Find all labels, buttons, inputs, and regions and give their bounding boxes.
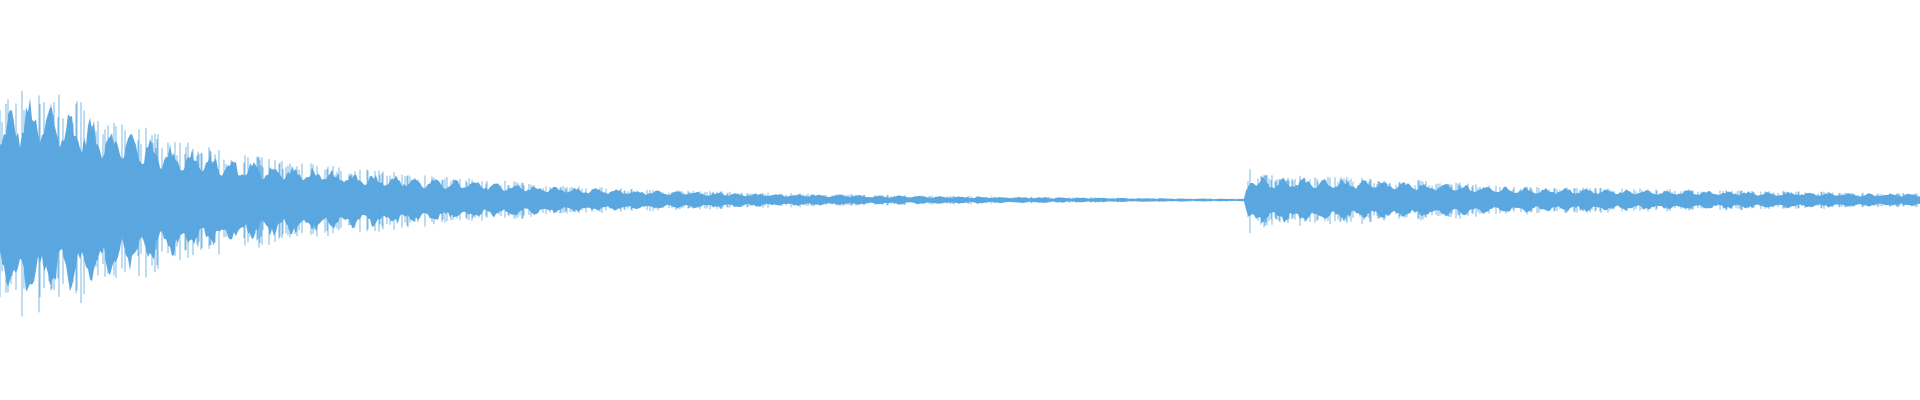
waveform-body (0, 98, 1920, 292)
